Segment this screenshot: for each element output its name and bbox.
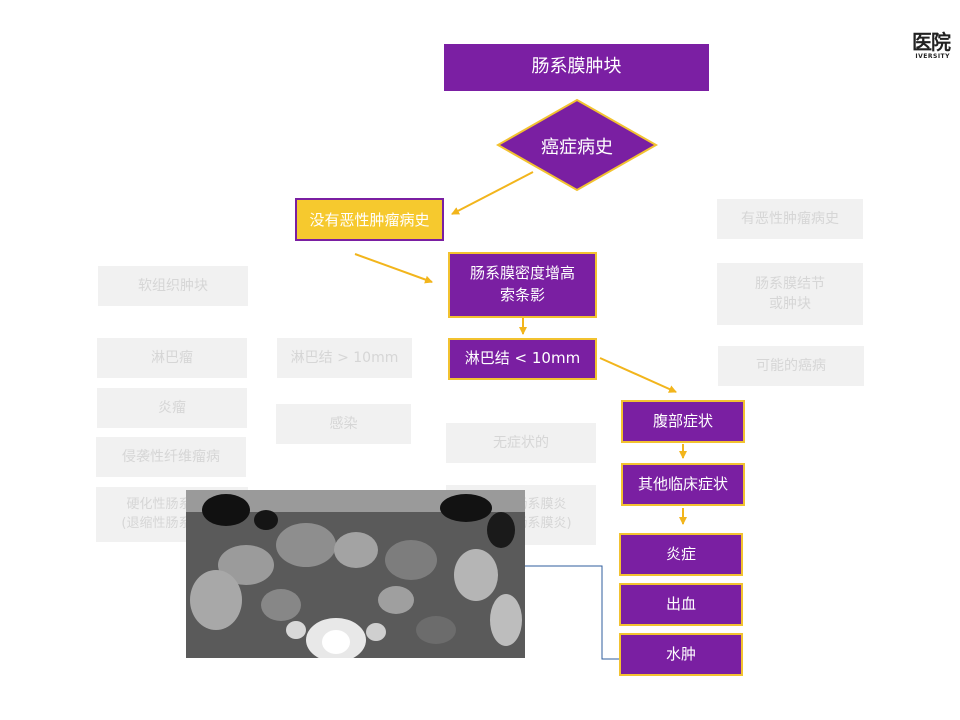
decision-label: 癌症病史 [517, 133, 637, 159]
ghost-malignant-history: 有恶性肿瘤病史 [717, 199, 863, 239]
title-box: 肠系膜肿块 [444, 44, 709, 91]
ghost-asymptomatic: 无症状的 [446, 423, 596, 463]
ct-scan-drawing [186, 490, 525, 658]
arrow-left-branch-to-density [355, 254, 432, 282]
university-logo: 医院 IVERSITY [906, 26, 950, 60]
bleeding-box: 出血 [619, 583, 743, 626]
other-clinical-symptoms-box: 其他临床症状 [621, 463, 745, 506]
arrow-lymph-to-abdominal [600, 358, 676, 392]
ct-scan-image [186, 490, 525, 658]
logo-glyph: 医院 [906, 26, 950, 55]
ct-connector-line [525, 566, 620, 659]
ghost-soft-tissue-mass: 软组织肿块 [98, 266, 248, 306]
ghost-mesentery-nodule: 肠系膜结节 或肿块 [717, 263, 863, 325]
mesentery-density-box: 肠系膜密度增高 索条影 [448, 252, 597, 318]
arrow-diamond-to-left-branch [452, 172, 533, 214]
ghost-infection: 感染 [276, 404, 411, 444]
lymph-node-small-box: 淋巴结 < 10mm [448, 338, 597, 380]
ghost-inflammatory-tumor: 炎瘤 [97, 388, 247, 428]
ghost-aggressive-fibromatosis: 侵袭性纤维瘤病 [96, 437, 246, 477]
abdominal-symptoms-box: 腹部症状 [621, 400, 745, 443]
no-malignancy-history-box: 没有恶性肿瘤病史 [295, 198, 444, 241]
inflammation-box: 炎症 [619, 533, 743, 576]
ghost-lymphoma: 淋巴瘤 [97, 338, 247, 378]
ghost-lymph-node-large: 淋巴结 > 10mm [277, 338, 412, 378]
ghost-possible-cancer: 可能的癌病 [718, 346, 864, 386]
edema-box: 水肿 [619, 633, 743, 676]
